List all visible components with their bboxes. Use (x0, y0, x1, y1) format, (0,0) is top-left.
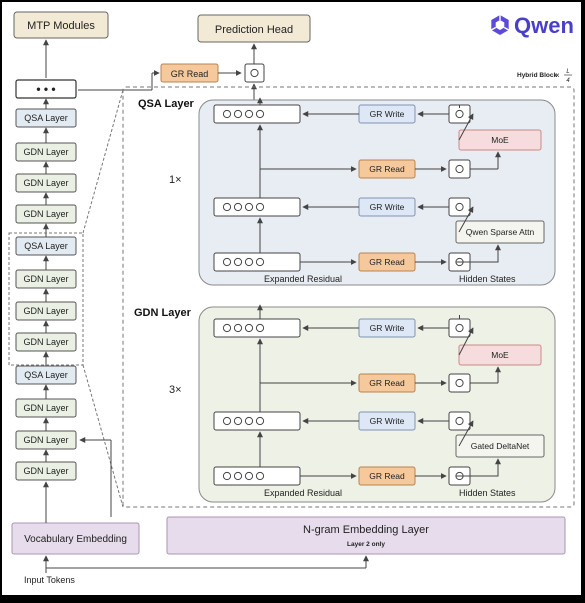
left-gdn-layer-label: GDN Layer (23, 209, 68, 219)
left-gdn-layer: GDN Layer (15, 301, 77, 321)
prediction-head-box: Prediction Head (197, 14, 311, 43)
hybrid-fraction-bottom: 4 (566, 78, 570, 84)
left-qsa-layer-label: QSA Layer (24, 113, 68, 123)
residual-vector (213, 252, 301, 272)
gr-write-box-label: GR Write (370, 416, 405, 426)
state-node (448, 197, 471, 217)
vocabulary-embedding-box: Vocabulary Embedding (11, 522, 140, 555)
state-node (448, 318, 471, 338)
gr-write-box: GR Write (358, 104, 416, 124)
gr-read-box-label: GR Read (369, 164, 405, 174)
left-gdn-layer-label: GDN Layer (23, 178, 68, 188)
gr-read-box-label: GR Read (369, 471, 405, 481)
gr-read-box: GR Read (358, 159, 416, 179)
left-gdn-layer: GDN Layer (15, 173, 77, 193)
left-gdn-layer: GDN Layer (15, 461, 77, 481)
top-state-node (244, 63, 265, 83)
qwen-logo-icon (490, 15, 510, 35)
left-gdn-layer-label: GDN Layer (23, 274, 68, 284)
gr-write-box: GR Write (358, 318, 416, 338)
left-gdn-layer-label: GDN Layer (23, 306, 68, 316)
left-qsa-layer: QSA Layer (15, 365, 77, 385)
left-gdn-layer: GDN Layer (15, 332, 77, 352)
hybrid-fraction-top: L (566, 69, 569, 75)
hidden-states-label: Hidden States (459, 274, 516, 284)
left-qsa-layer: QSA Layer (15, 108, 77, 128)
residual-vector (213, 104, 301, 124)
qwen-logo-text: Qwen (514, 13, 574, 38)
gr-read-box: GR Read (358, 373, 416, 393)
ngram-layer2-note: Layer 2 only (347, 541, 385, 548)
residual-vector (213, 411, 301, 431)
gdn-section-repeat: 3× (169, 384, 182, 396)
expanded-residual-label: Expanded Residual (264, 488, 342, 498)
vocabulary-embedding-label: Vocabulary Embedding (24, 534, 127, 545)
gated-deltanet-box: Gated DeltaNet (455, 434, 545, 458)
qwen-logo: Qwen (490, 13, 574, 38)
input-tokens-label: Input Tokens (24, 575, 75, 585)
qsa-section-title: QSA Layer (138, 98, 195, 110)
qsa-section-repeat: 1× (169, 174, 182, 186)
state-node (448, 411, 471, 431)
mtp-modules-box: MTP Modules (13, 11, 109, 39)
left-gdn-layer-label: GDN Layer (23, 147, 68, 157)
gated-deltanet-box-label: Gated DeltaNet (471, 441, 530, 451)
ngram-embedding-box: N-gram Embedding Layer Layer 2 only (166, 516, 566, 555)
hidden-states-label: Hidden States (459, 488, 516, 498)
ellipsis-label: • • • (36, 82, 55, 96)
gdn-layer-section: 3× GR Write GR Write GR Read GR Read MoE Gated… (169, 304, 556, 503)
gr-write-box-label: GR Write (370, 202, 405, 212)
left-gdn-layer: GDN Layer (15, 430, 77, 450)
state-node (448, 159, 471, 179)
hybrid-block-text: Hybrid Block (517, 72, 557, 79)
left-qsa-layer: QSA Layer (15, 236, 77, 256)
left-gdn-layer: GDN Layer (15, 204, 77, 224)
expanded-residual-label: Expanded Residual (264, 274, 342, 284)
hybrid-block-multiplier: × (555, 71, 560, 80)
state-node (448, 373, 471, 393)
gdn-section-title: GDN Layer (134, 307, 192, 319)
mtp-modules-label: MTP Modules (27, 20, 95, 32)
gr-write-box-label: GR Write (370, 323, 405, 333)
gr-read-box-label: GR Read (369, 257, 405, 267)
gr-read-box-label: GR Read (369, 378, 405, 388)
gr-read-box: GR Read (358, 466, 416, 486)
gr-write-box-label: GR Write (370, 109, 405, 119)
left-gdn-layer: GDN Layer (15, 398, 77, 418)
residual-vector (213, 197, 301, 217)
hybrid-group-bracket (8, 232, 84, 366)
left-gdn-layer-label: GDN Layer (23, 466, 68, 476)
qsa-layer-section: 1× GR Write GR Write GR Read GR Read MoE Qwen … (169, 97, 556, 286)
left-gdn-layer-label: GDN Layer (23, 403, 68, 413)
moe-box: MoE (458, 344, 542, 366)
left-qsa-layer-label: QSA Layer (24, 241, 68, 251)
gr-read-box: GR Read (358, 252, 416, 272)
top-gr-read-label: GR Read (171, 69, 209, 79)
moe-box: MoE (458, 129, 542, 151)
gr-write-box: GR Write (358, 197, 416, 217)
left-gdn-layer: GDN Layer (15, 269, 77, 289)
moe-box-label: MoE (491, 135, 509, 145)
left-qsa-layer-label: QSA Layer (24, 370, 68, 380)
ngram-embedding-label: N-gram Embedding Layer (303, 524, 429, 536)
layer-stack-ellipsis: • • • (15, 79, 77, 99)
left-gdn-layer-label: GDN Layer (23, 337, 68, 347)
residual-vector (213, 466, 301, 486)
left-gdn-layer-label: GDN Layer (23, 435, 68, 445)
residual-vector (213, 318, 301, 338)
qwen-sparse-attn-box-label: Qwen Sparse Attn (466, 227, 535, 237)
moe-box-label: MoE (491, 350, 509, 360)
hybrid-block-label: Hybrid Block × L 4 (517, 69, 572, 84)
qwen-sparse-attn-box: Qwen Sparse Attn (455, 220, 545, 244)
left-gdn-layer: GDN Layer (15, 142, 77, 162)
gr-write-box: GR Write (358, 411, 416, 431)
top-gr-read-box: GR Read (160, 63, 219, 83)
prediction-head-label: Prediction Head (215, 24, 293, 36)
